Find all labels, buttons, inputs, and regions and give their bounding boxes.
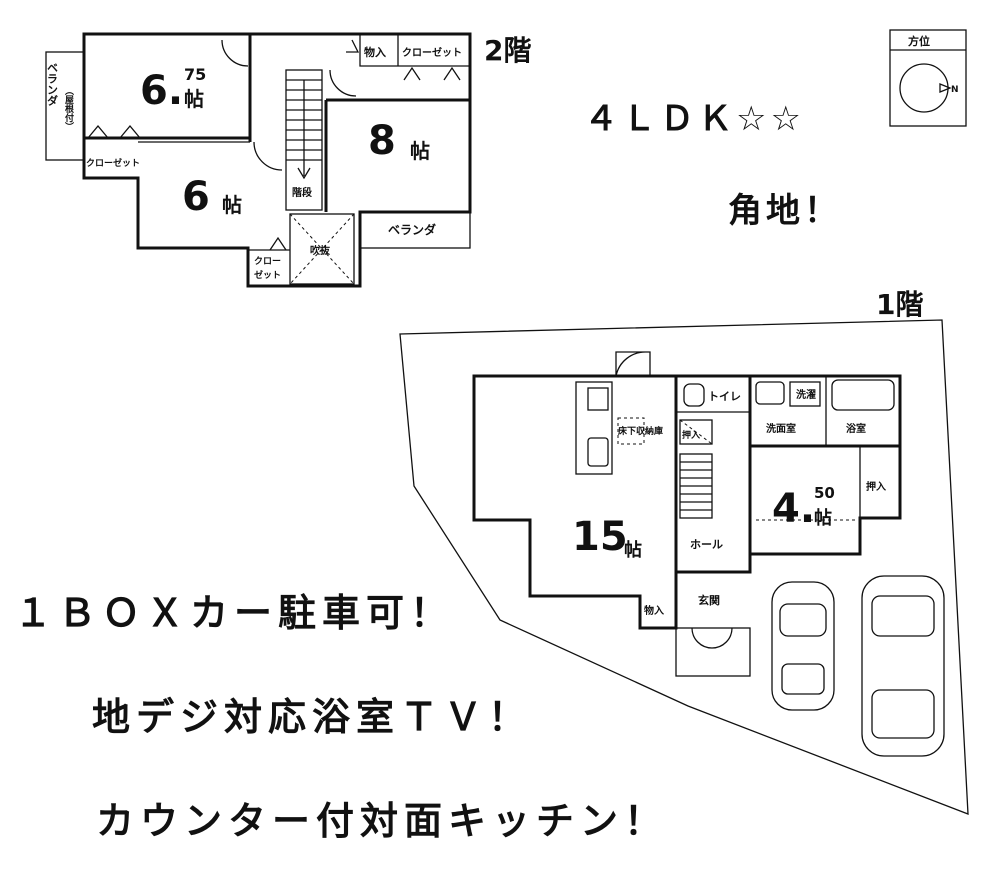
small-closet-door-mark <box>269 236 287 251</box>
compass-circle <box>899 63 949 113</box>
second-floor-heading: 2階 <box>484 34 531 67</box>
north-arrow-icon <box>939 83 952 93</box>
japanese-room-unit: 帖 <box>814 507 832 529</box>
fukinuke-cross <box>289 213 355 285</box>
storage-hatch <box>679 419 713 445</box>
room-675-fraction: 75 <box>184 65 206 84</box>
top-storage-walls <box>359 34 470 67</box>
oshiire-label: 押入 <box>866 480 886 493</box>
closet-door-mark <box>119 124 141 139</box>
stair-storage-label: 押入 <box>682 429 700 441</box>
veranda-bottom-label: ベランダ <box>388 222 436 237</box>
closet-left-label: クローゼット <box>86 157 140 169</box>
car-large-icon <box>861 575 945 757</box>
underfloor-storage-outline <box>617 417 645 445</box>
washroom-label: 洗面室 <box>766 422 796 435</box>
door-swing-8 <box>329 69 357 97</box>
sink-icon <box>587 437 609 467</box>
door-swing-675 <box>221 39 249 67</box>
toilet-icon <box>683 383 705 407</box>
back-door-icon <box>615 351 651 377</box>
fukinuke-outline <box>289 213 355 285</box>
site-boundary <box>399 319 969 815</box>
wall-monoire <box>639 596 676 629</box>
first-floor-plan: 15 帖 4. 50 帖 トイレ 洗面室 洗濯 浴室 押入 床下収納庫 押入 ホ… <box>399 319 969 815</box>
door-swing-6 <box>253 141 283 171</box>
stair-label: 階段 <box>292 186 312 199</box>
stair-arrow <box>297 80 311 180</box>
hall-label: ホール <box>690 538 723 551</box>
washer-icon <box>789 381 821 407</box>
storage-under-stair <box>679 419 713 445</box>
toilet-label: トイレ <box>708 390 741 403</box>
compass-north-label: N <box>951 85 959 95</box>
room-8-number: 8 <box>368 118 396 164</box>
compass-box: 方位 N <box>889 29 967 127</box>
fukinuke-label: 吹抜 <box>310 244 331 257</box>
second-floor-storage-label: 物入 <box>364 45 386 59</box>
entrance-door-swing <box>691 627 733 649</box>
bathtub-icon <box>831 379 895 411</box>
stove-icon <box>587 387 609 411</box>
closet-top-label: クローゼット <box>402 46 462 59</box>
corner-lot-text: 角地！ <box>728 191 842 231</box>
veranda-left-label: ベランダ <box>46 62 59 106</box>
storage-door-mark <box>346 39 360 53</box>
entrance-porch <box>675 627 751 677</box>
parking-feature-text: １ＢＯＸカー駐車可！ <box>14 591 455 635</box>
closet-door-mark <box>87 124 109 139</box>
layout-type-text: ４ＬＤＫ☆☆ <box>584 99 805 139</box>
kitchen-counter <box>575 381 613 475</box>
underfloor-storage-label: 床下収納庫 <box>618 425 663 437</box>
room-675-unit: 帖 <box>184 87 204 111</box>
laundry-label: 洗濯 <box>796 388 816 401</box>
washbasin-icon <box>755 381 785 405</box>
entrance-label: 玄関 <box>698 593 720 607</box>
veranda-left-roof-label: （屋根付） <box>63 86 75 131</box>
stair-treads-first-floor <box>680 461 712 511</box>
closet-left-outline <box>83 138 138 179</box>
room-6-number: 6 <box>182 174 210 220</box>
room-8-unit: 帖 <box>410 139 430 163</box>
living-room-size: 15 <box>572 514 628 560</box>
second-floor-plan: 6. 75 帖 6 帖 8 帖 物入 クローゼット クローゼット クロー ゼット… <box>45 32 472 288</box>
first-floor-heading: 1階 <box>876 288 923 321</box>
bath-label: 浴室 <box>846 422 866 435</box>
compass-frame <box>889 29 967 127</box>
japanese-room-size: 4. <box>772 486 815 532</box>
kitchen-feature-text: カウンター付対面キッチン！ <box>96 799 669 843</box>
closet-small-label-line2: ゼット <box>254 269 281 281</box>
veranda-bottom-outline <box>359 211 471 249</box>
compass-title: 方位 <box>908 34 930 48</box>
car-small-icon <box>771 581 835 711</box>
bath-tv-feature-text: 地デジ対応浴室ＴＶ！ <box>92 695 533 739</box>
closet-small-label-line1: クロー <box>254 256 281 267</box>
room-6-unit: 帖 <box>222 193 242 217</box>
japanese-room-fraction: 50 <box>814 484 835 502</box>
monoire-label: 物入 <box>644 604 664 617</box>
closet-top-door-marks <box>403 66 461 81</box>
room-675-number: 6. <box>140 68 183 114</box>
living-room-unit: 帖 <box>624 539 642 561</box>
